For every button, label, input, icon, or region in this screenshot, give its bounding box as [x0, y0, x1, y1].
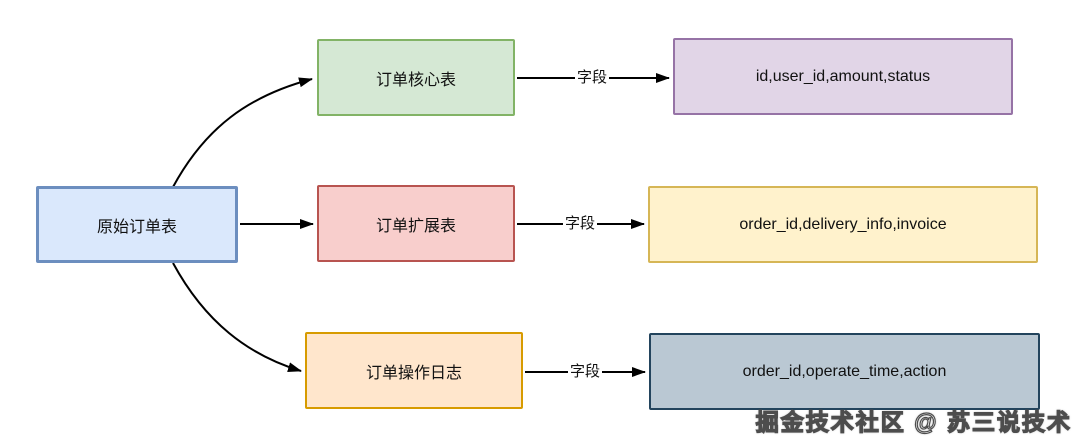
- node-core-fields: id,user_id,amount,status: [673, 38, 1013, 115]
- edge-source-to-log: [172, 262, 302, 373]
- edge-label-fields-core: 字段: [574, 69, 610, 87]
- edge-label-fields-log: 字段: [567, 363, 603, 381]
- node-log-fields: order_id,operate_time,action: [649, 333, 1040, 410]
- node-order-core-table-label: 订单核心表: [375, 71, 456, 89]
- node-order-operation-log: 订单操作日志: [305, 332, 523, 409]
- watermark: 掘金技术社区 @ 苏三说技术: [755, 408, 1072, 435]
- node-original-order-table-label: 原始订单表: [96, 218, 177, 236]
- node-order-extension-table-label: 订单扩展表: [375, 217, 456, 235]
- node-core-fields-label: id,user_id,amount,status: [755, 67, 931, 85]
- node-extension-fields: order_id,delivery_info,invoice: [648, 186, 1038, 263]
- node-order-extension-table: 订单扩展表: [317, 185, 515, 262]
- node-order-operation-log-label: 订单操作日志: [365, 364, 462, 382]
- node-original-order-table: 原始订单表: [36, 186, 238, 263]
- node-extension-fields-label: order_id,delivery_info,invoice: [739, 215, 947, 233]
- edge-source-to-core: [172, 77, 313, 188]
- node-log-fields-label: order_id,operate_time,action: [742, 362, 947, 380]
- edge-label-fields-extension: 字段: [562, 215, 598, 233]
- node-order-core-table: 订单核心表: [317, 39, 515, 116]
